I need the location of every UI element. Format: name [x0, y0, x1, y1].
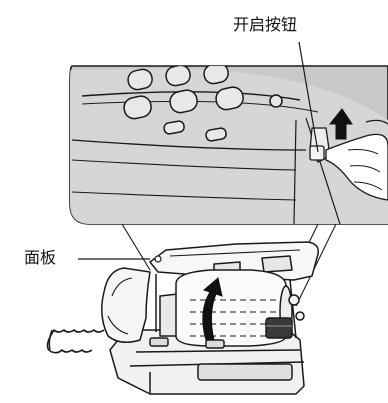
keypad-key: [215, 86, 244, 111]
keypad-key: [123, 95, 152, 120]
front-slot: [197, 363, 293, 381]
closeup-inset: [69, 41, 388, 225]
fax-machine: [46, 241, 320, 395]
curved-arrow-icon: [202, 277, 223, 341]
roller: [265, 317, 293, 339]
keypad-small-key: [205, 127, 227, 142]
handset-cord: [46, 329, 105, 354]
label-open-button: 开启按钮: [233, 15, 298, 34]
leader-line-open-button: [298, 41, 319, 153]
keypad-key: [127, 68, 153, 91]
handset: [101, 267, 151, 343]
keypad-key: [203, 66, 229, 85]
up-arrow-icon: [328, 108, 353, 140]
keypad-round-key: [269, 94, 283, 108]
keypad: [123, 66, 283, 142]
keypad-key: [169, 89, 198, 114]
keypad-key: [165, 66, 191, 87]
label-panel: 面板: [24, 248, 57, 267]
keypad-small-key: [163, 120, 185, 135]
